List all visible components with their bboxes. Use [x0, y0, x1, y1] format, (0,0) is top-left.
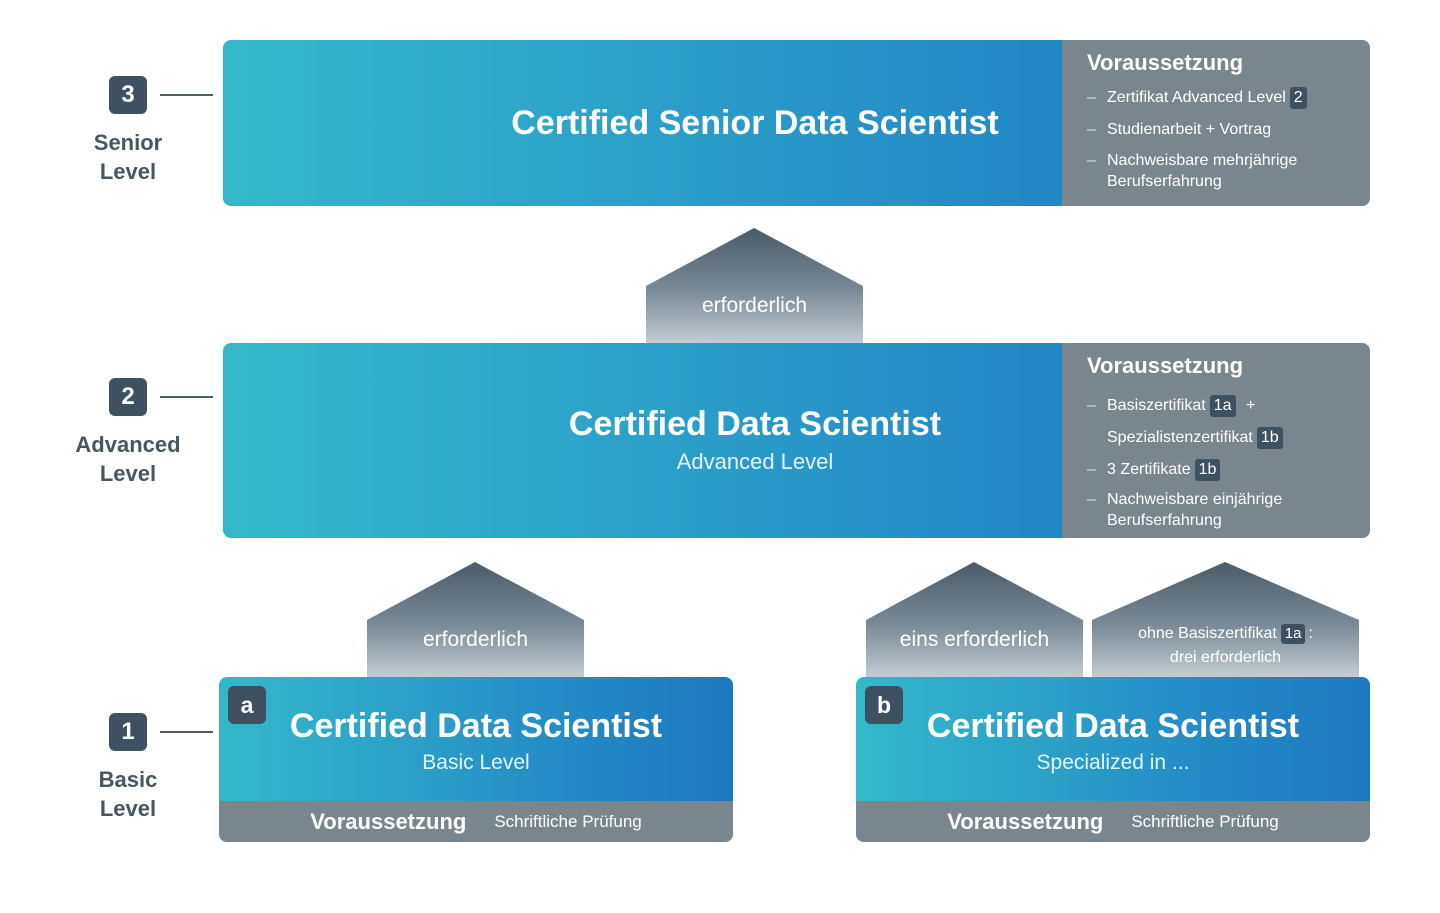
arrow-b1-label: eins erforderlich — [899, 628, 1050, 651]
box-letter-a: a — [228, 686, 266, 724]
senior-level-box: Certified Senior Data Scientist Vorausse… — [223, 40, 1370, 206]
basic-a-title: Certified Data Scientist — [289, 707, 663, 745]
basic-a-req-value: Schriftliche Prüfung — [494, 811, 642, 831]
level-1-name: Basic Level — [58, 765, 198, 823]
arrow-shape — [367, 562, 584, 677]
basic-b-title-block: Certified Data Scientist Specialized in … — [856, 677, 1370, 801]
basic-level-a-box: a Certified Data Scientist Basic Level V… — [219, 677, 733, 842]
arrow-b2-line2: drei erforderlich — [1169, 649, 1282, 666]
level-badge: 1a — [1280, 624, 1306, 644]
arrow-b2-line1-text: ohne Basiszertifikat — [1138, 625, 1277, 642]
level-badge: 2 — [1289, 87, 1307, 109]
level-1-connector — [160, 731, 213, 733]
basic-a-requirements: Voraussetzung Schriftliche Prüfung — [219, 801, 733, 842]
senior-title: Certified Senior Data Scientist — [223, 40, 1287, 206]
advanced-req-1a-text: Basiszertifikat — [1107, 397, 1206, 414]
basic-b-subtitle: Specialized in ... — [1036, 751, 1190, 774]
arrow-top-label: erforderlich — [701, 294, 808, 317]
level-3-connector — [160, 94, 213, 96]
advanced-requirements-title: Voraussetzung — [1087, 353, 1244, 378]
senior-title-text: Certified Senior Data Scientist — [511, 103, 999, 142]
senior-req-1-text: Zertifikat Advanced Level — [1107, 89, 1286, 106]
senior-requirements-title: Voraussetzung — [1087, 50, 1244, 75]
senior-req-item: Studienarbeit + Vortrag — [1087, 119, 1357, 141]
level-2-connector — [160, 396, 213, 398]
arrow-shape — [646, 228, 863, 343]
arrow-shape — [866, 562, 1083, 677]
basic-a-title-block: Certified Data Scientist Basic Level — [219, 677, 733, 801]
level-2-name: Advanced Level — [58, 430, 198, 488]
advanced-title-block: Certified Data Scientist Advanced Level — [223, 343, 1287, 538]
advanced-level-box: Certified Data Scientist Advanced Level … — [223, 343, 1370, 538]
senior-req-3-text: Nachweisbare mehrjährige Berufserfahrung — [1107, 152, 1298, 190]
level-badge: 1b — [1256, 427, 1283, 449]
arrow-up-erforderlich-top — [646, 228, 863, 343]
level-badge: 1b — [1194, 459, 1221, 481]
advanced-req-2-text: 3 Zertifikate — [1107, 461, 1191, 478]
level-1-number: 1 — [109, 713, 147, 751]
plus-sign: + — [1245, 397, 1256, 414]
advanced-req-1b-text: Spezialistenzertifikat — [1107, 429, 1253, 446]
senior-req-item: Nachweisbare mehrjährige Berufserfahrung — [1087, 150, 1357, 192]
arrow-a-label: erforderlich — [422, 628, 529, 651]
senior-requirements-panel: Voraussetzung Zertifikat Advanced Level2… — [1062, 40, 1370, 206]
box-letter-b: b — [865, 686, 903, 724]
level-3-name-line2: Level — [99, 159, 157, 184]
level-1-name-line2: Level — [99, 796, 157, 821]
level-3-name-line1: Senior — [93, 130, 163, 155]
level-2-name-line2: Level — [99, 461, 157, 486]
advanced-req-3-text: Nachweisbare einjährige Berufserfahrung — [1107, 491, 1283, 529]
level-badge: 1a — [1209, 395, 1236, 417]
advanced-req-item: Nachweisbare einjährige Berufserfahrung — [1087, 489, 1362, 531]
level-3-name: Senior Level — [58, 128, 198, 186]
level-3-number: 3 — [109, 76, 147, 114]
basic-b-title: Certified Data Scientist — [926, 707, 1300, 745]
basic-a-subtitle: Basic Level — [422, 751, 530, 774]
level-2-name-line1: Advanced — [75, 432, 181, 457]
basic-a-req-title: Voraussetzung — [310, 808, 467, 834]
level-1-name-line1: Basic — [98, 767, 158, 792]
basic-b-requirements: Voraussetzung Schriftliche Prüfung — [856, 801, 1370, 842]
basic-b-req-title: Voraussetzung — [947, 808, 1104, 834]
basic-level-b-box: b Certified Data Scientist Specialized i… — [856, 677, 1370, 842]
arrow-up-eins-erforderlich — [866, 562, 1083, 677]
arrow-b2-colon: : — [1308, 625, 1313, 642]
advanced-title: Certified Data Scientist — [568, 404, 942, 443]
advanced-subtitle: Advanced Level — [676, 448, 834, 474]
arrow-shape — [1092, 562, 1359, 677]
level-2-number: 2 — [109, 378, 147, 416]
arrow-up-drei-erforderlich — [1092, 562, 1359, 677]
senior-req-2-text: Studienarbeit + Vortrag — [1107, 121, 1272, 138]
arrow-up-erforderlich-a — [367, 562, 584, 677]
basic-b-req-value: Schriftliche Prüfung — [1131, 811, 1279, 831]
